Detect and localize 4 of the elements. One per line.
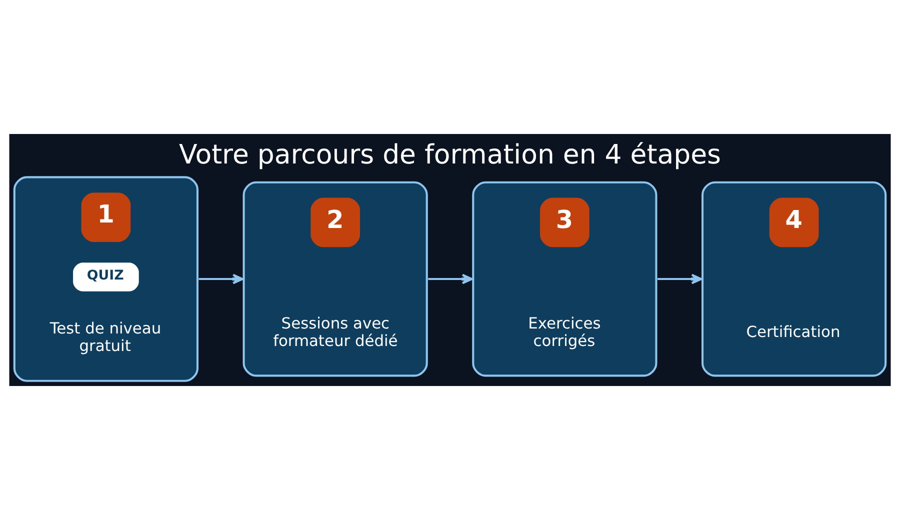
arrow xyxy=(198,274,244,284)
arrow xyxy=(428,274,473,284)
diagram-title: Votre parcours de formation en 4 étapes xyxy=(179,140,721,171)
arrow xyxy=(658,274,702,284)
